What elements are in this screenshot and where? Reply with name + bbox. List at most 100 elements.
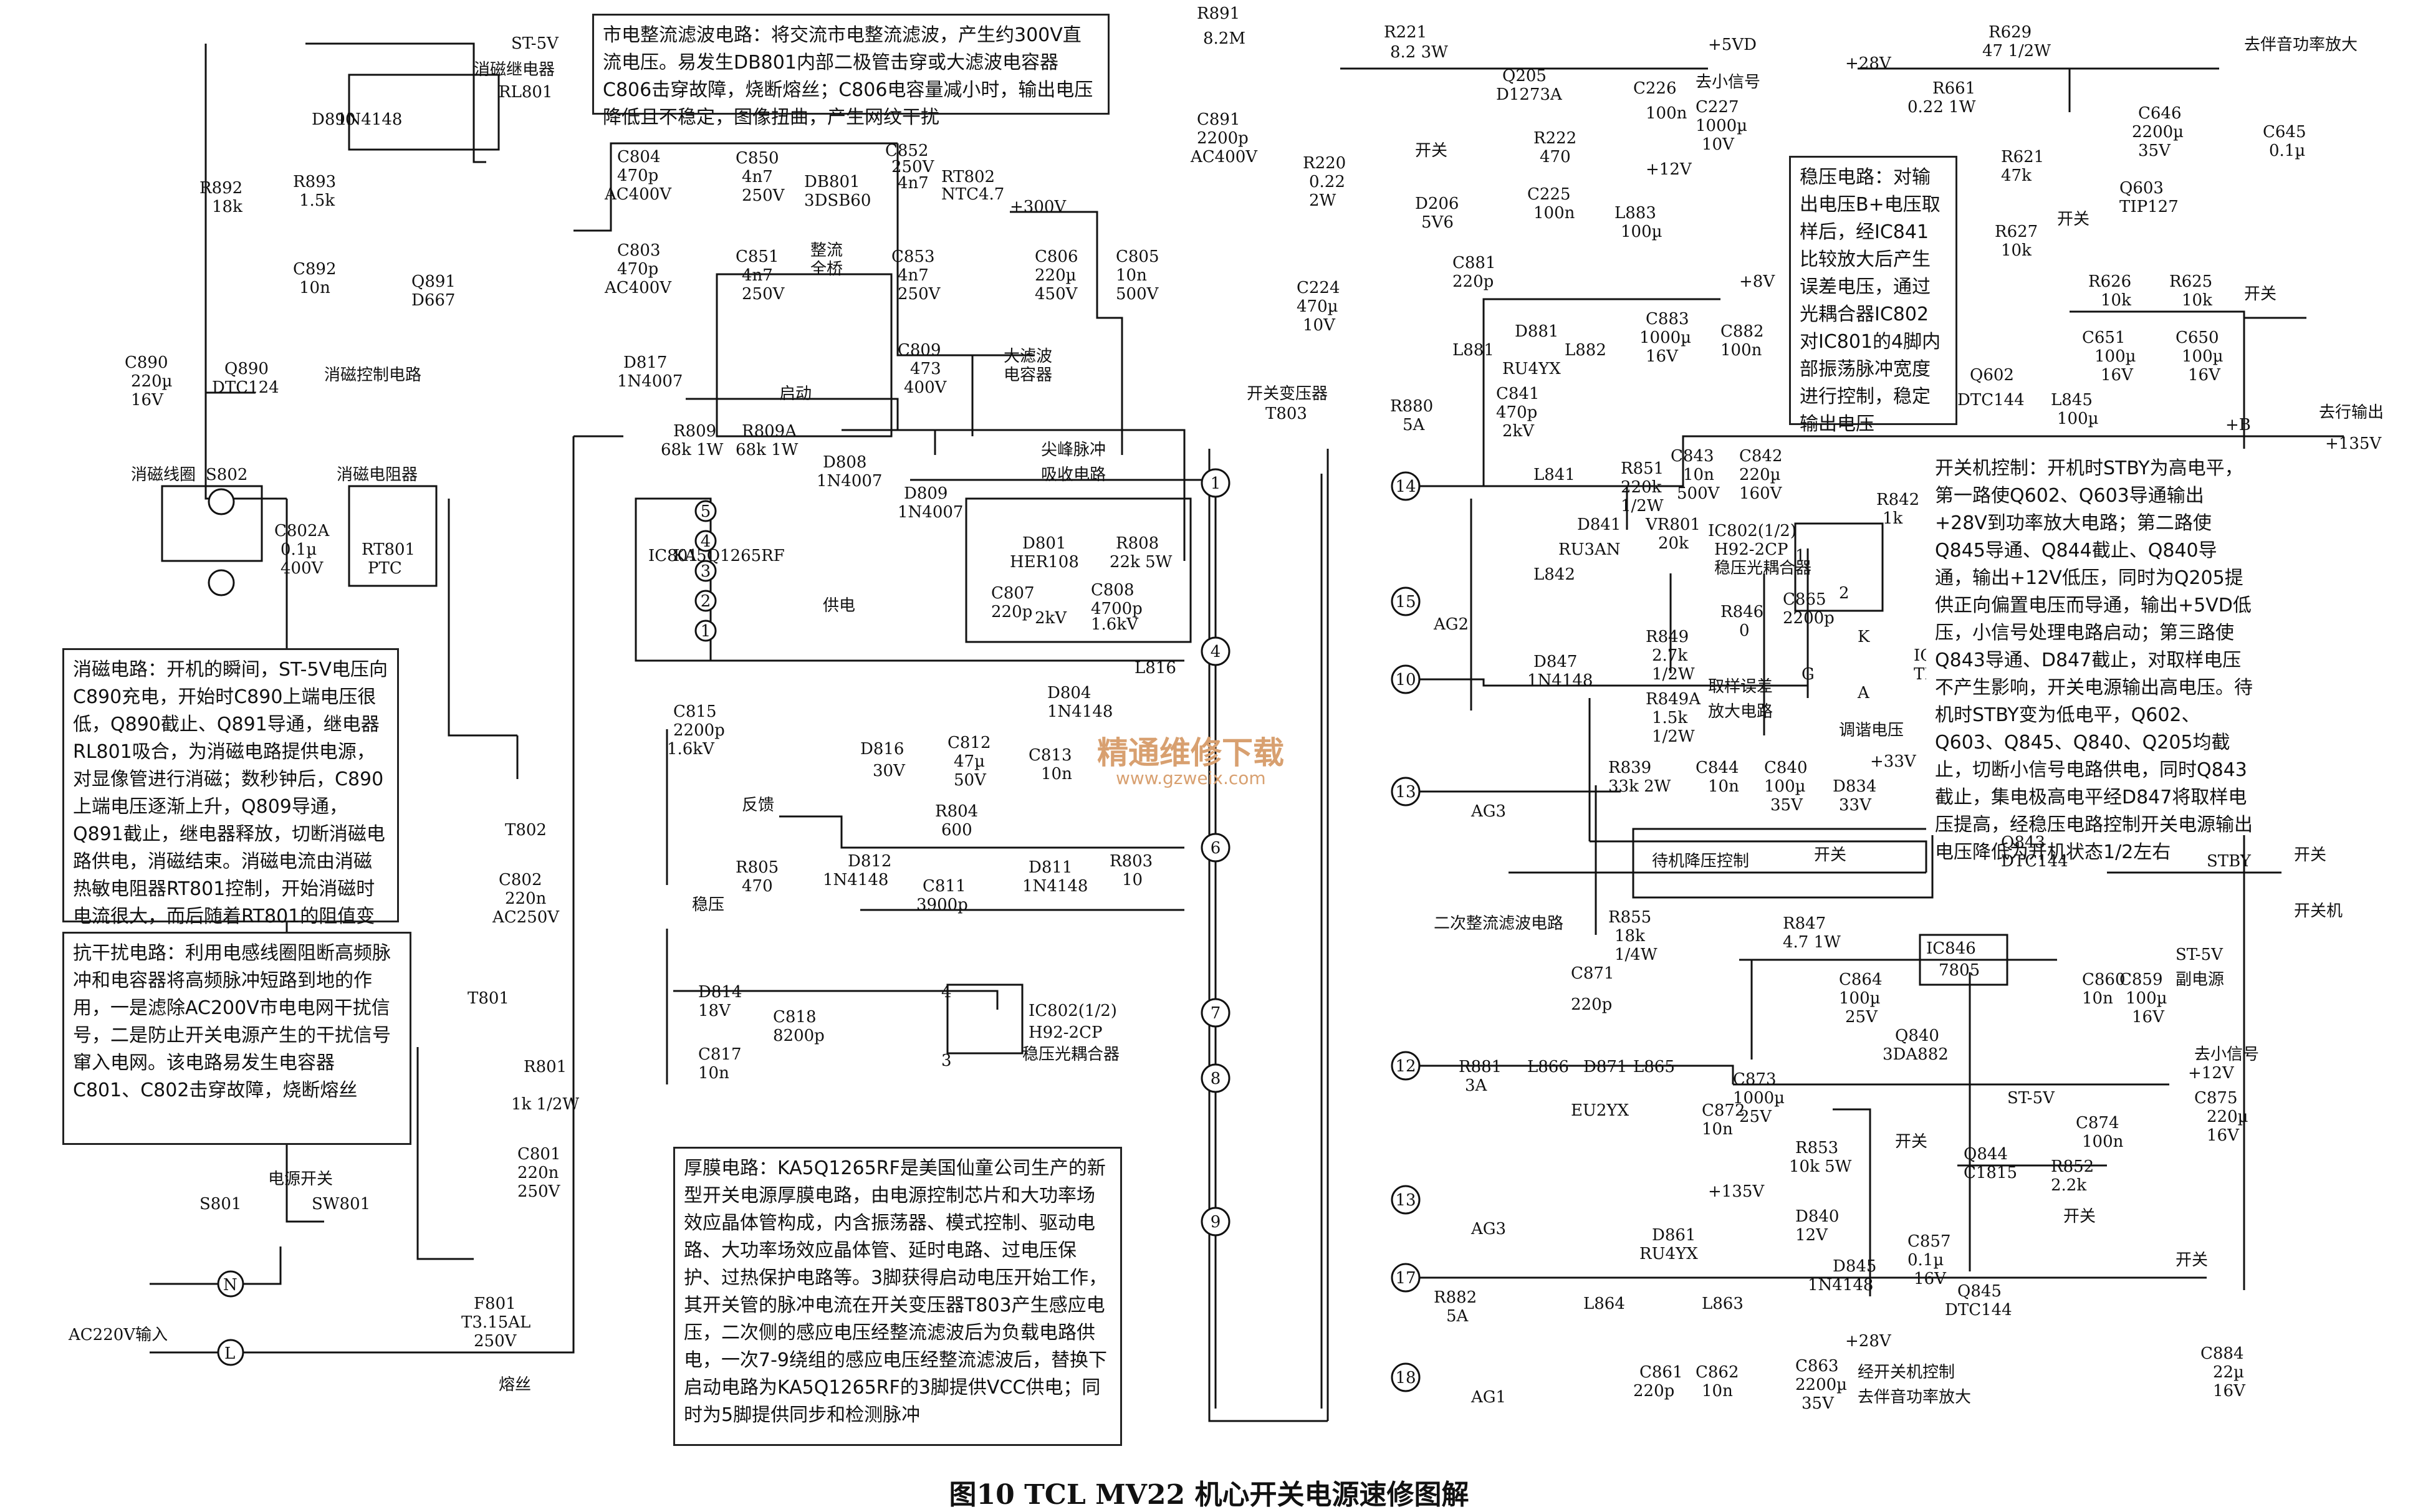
label-d812p: 1N4148 (823, 871, 888, 889)
label-c225: C225 (1527, 185, 1571, 204)
label-c873: C873 (1733, 1070, 1777, 1089)
label-d801: D801 (1022, 534, 1066, 553)
label-c842u: 160V (1739, 484, 1783, 503)
label-f801: F801 (474, 1294, 516, 1313)
label-rt801: RT801 (362, 540, 415, 559)
label-sw2: 开关 (2057, 210, 2089, 229)
label-p135b: +135V (1708, 1182, 1765, 1201)
label-d804: D804 (1047, 684, 1091, 702)
label-d811: D811 (1029, 858, 1072, 877)
label-c852v: 4n7 (898, 174, 929, 193)
label-r882v: 5A (1446, 1307, 1469, 1326)
label-r801v: 1k 1/2W (511, 1095, 579, 1114)
label-c863: C863 (1795, 1357, 1839, 1376)
label-r220: R220 (1303, 154, 1346, 173)
blocks (161, 74, 2008, 1055)
label-c804: C804 (617, 148, 661, 166)
label-c817v: 10n (698, 1064, 729, 1083)
label-c802u: AC250V (492, 908, 560, 927)
label-rt802: RT802 (941, 168, 995, 186)
label-start: 启动 (779, 385, 812, 403)
label-t803h: 开关变压器 (1247, 385, 1328, 403)
label-d861p: RU4YX (1639, 1245, 1698, 1263)
label-d871: D871 (1583, 1058, 1627, 1076)
label-vr801: VR801 (1645, 515, 1701, 534)
label-icg: G (1802, 665, 1815, 684)
label-r851v: 220k (1621, 478, 1662, 497)
label-c850v: 4n7 (742, 168, 773, 186)
label-sec: 二次整流滤波电路 (1434, 914, 1563, 933)
label-d817p: 1N4007 (617, 372, 683, 391)
label-r846: R846 (1720, 603, 1763, 621)
label-r849v: 2.7k (1652, 646, 1687, 665)
label-d816: D816 (860, 740, 904, 758)
label-plugN: N (223, 1276, 237, 1294)
label-sw6: 开关 (1895, 1132, 1927, 1151)
label-r661v: 0.22 1W (1907, 98, 1976, 117)
label-c872: C872 (1702, 1101, 1745, 1120)
label-c844: C844 (1696, 758, 1739, 777)
label-d861: D861 (1652, 1226, 1696, 1245)
label-c853v: 4n7 (898, 266, 929, 285)
label-r839v: 33k 2W (1608, 777, 1671, 796)
label-bigcap2: 电容器 (1004, 366, 1052, 385)
label-c892: C892 (293, 260, 337, 279)
label-r852: R852 (2051, 1157, 2094, 1176)
label-db801: DB801 (804, 173, 860, 191)
figure-caption: 图10 TCL MV22 机心开关电源速修图解 (949, 1479, 1469, 1511)
label-ctl28b: 去伴音功率放大 (1858, 1388, 1971, 1407)
label-ctl28a: 经开关机控制 (1858, 1363, 1955, 1382)
label-pb: +B (2225, 416, 2251, 434)
label-c864: C864 (1839, 970, 1883, 989)
label-c807u: 2kV (1035, 609, 1067, 628)
label-errAmp1: 取样误差 (1708, 677, 1773, 696)
rt801-body (348, 485, 438, 587)
label-c872v: 10n (1702, 1120, 1733, 1139)
label-r846v: 0 (1739, 621, 1750, 640)
label-c865v: 2200p (1783, 609, 1835, 628)
label-r621v: 47k (2001, 166, 2032, 185)
label-c226: C226 (1633, 79, 1677, 98)
label-c650: C650 (2176, 328, 2219, 347)
label-r892: R892 (199, 179, 242, 198)
label-l841: L841 (1533, 466, 1575, 484)
label-q602: Q602 (1970, 366, 2014, 385)
note-degauss-text: 消磁电路：开机的瞬间，ST-5V电压向C890充电，开始时C890上端电压很低，… (73, 659, 388, 955)
transformer-pin: 17 (1395, 1269, 1416, 1288)
label-c853u: 250V (898, 285, 941, 304)
label-c802au: 400V (281, 559, 324, 578)
label-c890v: 220µ (131, 372, 173, 391)
s802-body (161, 485, 263, 562)
label-s801: S801 (199, 1195, 241, 1213)
label-c809u: 400V (904, 378, 948, 397)
note-power-switch: 开关机控制：开机时STBY为高电平，第一路使Q602、Q603导通输出+28V到… (1926, 449, 2263, 863)
label-sw5: 开关 (2294, 846, 2326, 864)
label-d845p: 1N4148 (1808, 1276, 1873, 1294)
label-r881v: 3A (1465, 1076, 1488, 1095)
label-c645v: 0.1µ (2269, 141, 2305, 160)
label-r891: R891 (1197, 4, 1240, 23)
ic801-pin (694, 620, 717, 642)
label-r851: R851 (1621, 459, 1664, 478)
label-vr801v: 20k (1658, 534, 1689, 553)
bridge-body (716, 273, 893, 438)
label-errAmp2: 放大电路 (1708, 702, 1773, 721)
label-degctl: 消磁控制电路 (324, 366, 421, 385)
label-c805u: 500V (1116, 285, 1159, 304)
label-ptc: PTC (368, 559, 402, 578)
label-sw7: 开关 (2063, 1207, 2096, 1226)
label-ag3b: AG3 (1470, 1220, 1506, 1238)
label-d881p: RU4YX (1502, 360, 1561, 378)
label-c843: C843 (1671, 447, 1714, 466)
relay-body (348, 74, 500, 151)
label-c852: C852 (885, 141, 929, 160)
label-p300: +300V (1010, 198, 1067, 216)
label-r881: R881 (1459, 1058, 1502, 1076)
label-c882: C882 (1720, 322, 1764, 341)
label-c841v: 470p (1496, 403, 1537, 422)
label-bridge1: 整流 (810, 241, 843, 260)
label-c875: C875 (2194, 1089, 2238, 1108)
label-l845v: 100µ (2057, 409, 2099, 428)
label-c809: C809 (898, 341, 941, 360)
